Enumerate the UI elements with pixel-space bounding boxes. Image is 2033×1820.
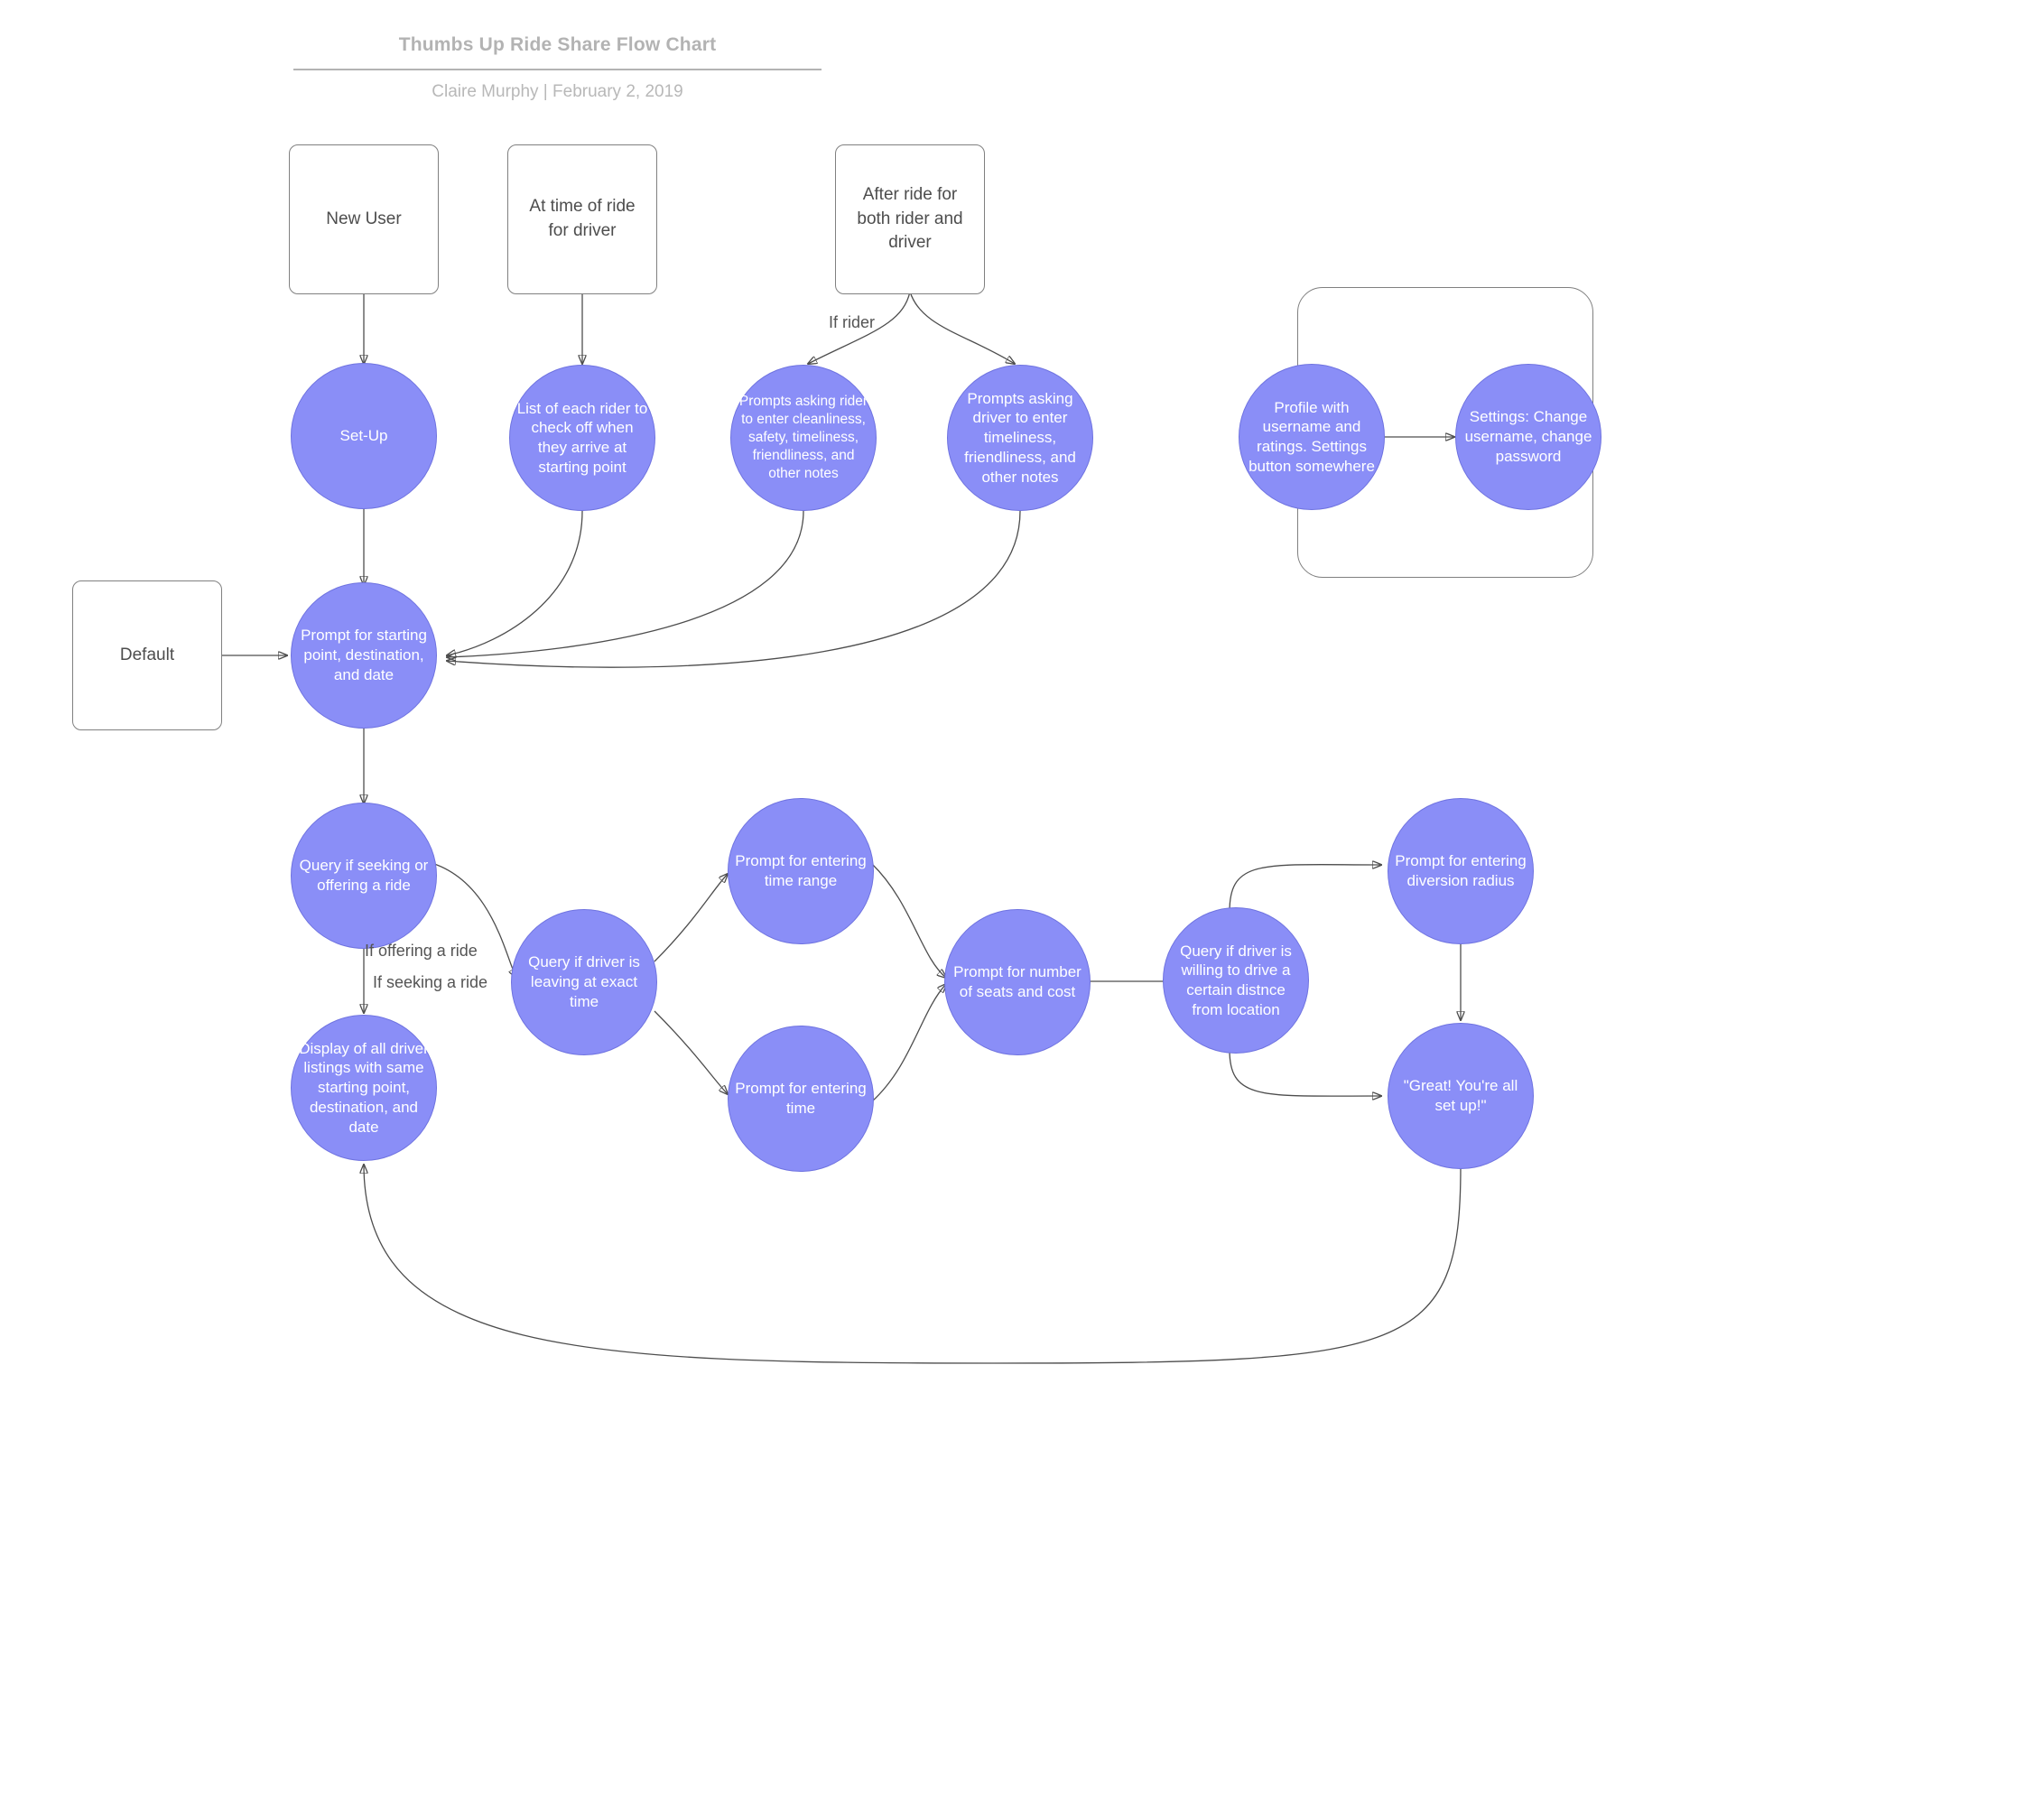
node-prompt-time-range[interactable]: Prompt for entering time range xyxy=(728,798,874,944)
node-label: Display of all driver listings with same… xyxy=(299,1039,429,1136)
edge-time-range-to-seats xyxy=(871,863,946,978)
node-set-up[interactable]: Set-Up xyxy=(291,363,437,509)
edge-time-exact-to-seats xyxy=(871,984,946,1102)
node-settings[interactable]: Settings: Change username, change passwo… xyxy=(1455,364,1601,510)
node-default[interactable]: Default xyxy=(72,580,222,730)
node-prompt-entering-time[interactable]: Prompt for entering time xyxy=(728,1026,874,1172)
node-query-exact-time[interactable]: Query if driver is leaving at exact time xyxy=(511,909,657,1055)
node-label: Prompts asking rider to enter cleanlines… xyxy=(738,394,868,481)
node-label: List of each rider to check off when the… xyxy=(516,399,648,476)
node-label: Profile with username and ratings. Setti… xyxy=(1249,398,1375,475)
node-great-all-set-up[interactable]: "Great! You're all set up!" xyxy=(1388,1023,1534,1169)
node-new-user[interactable]: New User xyxy=(289,144,439,294)
node-label: After ride for both rider and driver xyxy=(857,184,963,253)
edge-label-if-seeking-a-ride: If seeking a ride xyxy=(373,973,488,991)
edge-prompts-driver-to-prompt-start xyxy=(447,510,1021,668)
edge-great-to-display xyxy=(364,1165,1462,1364)
node-prompts-rider[interactable]: Prompts asking rider to enter cleanlines… xyxy=(730,365,877,511)
node-display-driver-listings[interactable]: Display of all driver listings with same… xyxy=(291,1015,437,1161)
node-profile[interactable]: Profile with username and ratings. Setti… xyxy=(1239,364,1385,510)
page-title: Thumbs Up Ride Share Flow Chart xyxy=(293,34,822,70)
edge-label-if-offering-a-ride: If offering a ride xyxy=(365,942,478,960)
chart-header: Thumbs Up Ride Share Flow Chart Claire M… xyxy=(293,34,822,102)
node-label: Prompt for entering time range xyxy=(735,852,867,889)
edge-query-distance-to-diversion xyxy=(1229,865,1381,913)
node-prompt-diversion-radius[interactable]: Prompt for entering diversion radius xyxy=(1388,798,1534,944)
node-label: Settings: Change username, change passwo… xyxy=(1464,408,1592,465)
node-label: Set-Up xyxy=(339,427,388,445)
page-byline: Claire Murphy | February 2, 2019 xyxy=(432,82,683,101)
edge-prompts-rider-to-prompt-start xyxy=(447,510,804,657)
edge-query-exact-to-time-exact xyxy=(654,1010,728,1094)
node-prompt-seats-and-cost[interactable]: Prompt for number of seats and cost xyxy=(944,909,1091,1055)
node-label: Prompts asking driver to enter timelines… xyxy=(964,389,1076,486)
node-label: At time of ride for driver xyxy=(529,197,636,240)
edge-query-distance-to-great xyxy=(1229,1049,1381,1096)
node-label: Prompt for number of seats and cost xyxy=(953,963,1081,1000)
edge-list-to-prompt-start xyxy=(447,510,583,655)
node-label: Prompt for entering diversion radius xyxy=(1395,852,1527,889)
node-prompts-driver[interactable]: Prompts asking driver to enter timelines… xyxy=(947,365,1093,511)
node-after-ride[interactable]: After ride for both rider and driver xyxy=(835,144,985,294)
node-list-check-off[interactable]: List of each rider to check off when the… xyxy=(509,365,655,511)
node-label: Default xyxy=(119,645,175,664)
node-label: Query if driver is leaving at exact time xyxy=(528,953,640,1010)
node-label: Query if driver is willing to drive a ce… xyxy=(1180,942,1292,1018)
node-prompt-starting-point[interactable]: Prompt for starting point, destination, … xyxy=(291,582,437,729)
node-label: "Great! You're all set up!" xyxy=(1403,1077,1518,1114)
node-query-driving-distance[interactable]: Query if driver is willing to drive a ce… xyxy=(1163,907,1309,1054)
edge-query-exact-to-time-range xyxy=(654,874,728,962)
node-label: Query if seeking or offering a ride xyxy=(299,857,429,894)
node-label: New User xyxy=(326,209,402,228)
node-at-time-of-ride[interactable]: At time of ride for driver xyxy=(507,144,657,294)
edge-label-if-rider: If rider xyxy=(829,313,876,331)
node-query-seeking-or-offering[interactable]: Query if seeking or offering a ride xyxy=(291,803,437,949)
node-label: Prompt for starting point, destination, … xyxy=(301,627,427,683)
edge-after-ride-to-prompts-driver xyxy=(909,291,1015,364)
node-label: Prompt for entering time xyxy=(735,1080,867,1117)
